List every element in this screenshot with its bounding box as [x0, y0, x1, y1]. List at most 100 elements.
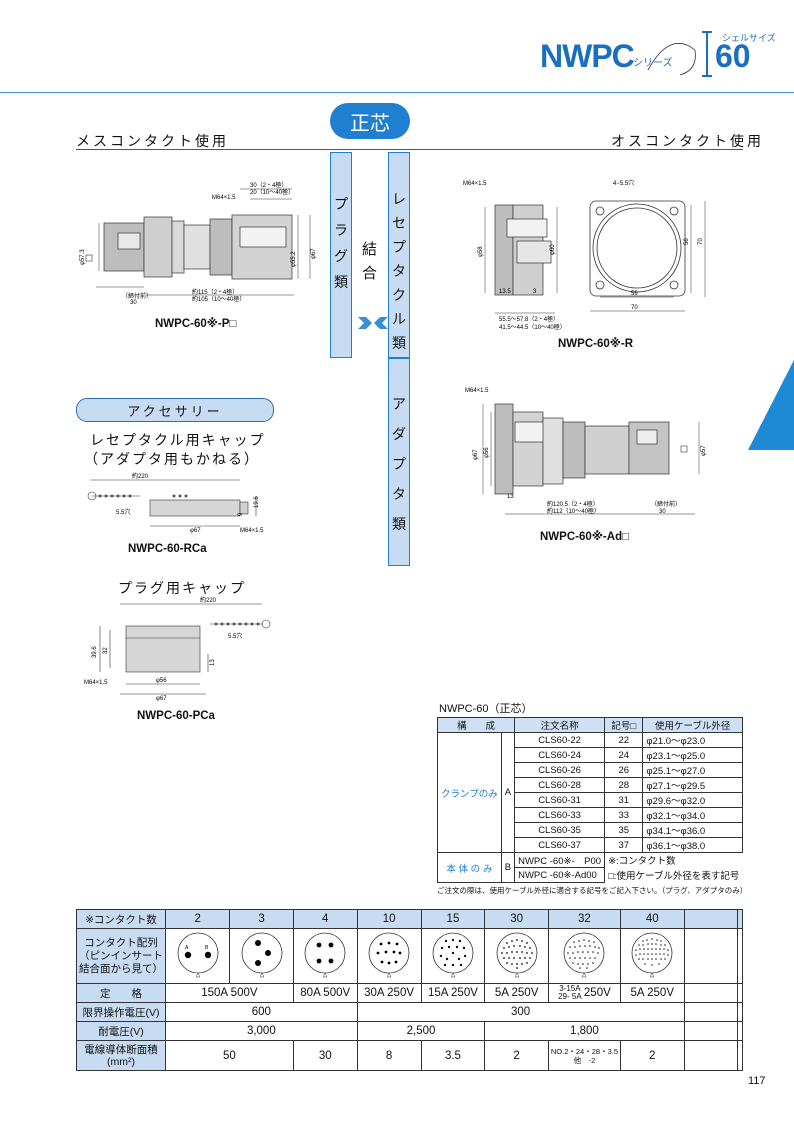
size-bracket-icon: [702, 31, 712, 77]
receptacle-cap-model: NWPC-60-RCa: [128, 543, 207, 555]
layout-4: [292, 928, 358, 984]
svg-text:φ67: φ67: [156, 696, 167, 702]
receptacle-model: NWPC-60※-R: [558, 338, 634, 350]
svg-text:41.5～44.5（10～40極）: 41.5～44.5（10～40極）: [499, 323, 566, 331]
adapter-drawing: M64×1.5 φ67 φ56 φ57 13 約120.5（2・4極） 約112…: [465, 388, 707, 515]
receptacle-cap-drawing: 約220 5.5穴 φ67 M64×1.5 19.6 9: [87, 472, 264, 534]
table-row: 本 体 の み B NWPC -60※- P00 ※:コンタクト数: [437, 852, 743, 883]
page-tab-marker: [748, 360, 794, 450]
svg-text:3: 3: [533, 289, 537, 295]
svg-text:約112（10～40極）: 約112（10～40極）: [547, 507, 600, 515]
svg-text:約120.5（2・4極）: 約120.5（2・4極）: [547, 500, 599, 508]
svg-text:13: 13: [210, 659, 216, 666]
clamp-only-label: クランプのみ: [437, 732, 502, 853]
layout-30: [484, 928, 549, 984]
svg-text:φ57.3: φ57.3: [80, 249, 86, 265]
spec-table: ※コンタクト数 2 3 4 10 15 30 32 40 コンタクト配列 （ピン…: [76, 909, 743, 1071]
svg-text:30（2・4極）: 30（2・4極）: [250, 181, 287, 189]
svg-text:約105（10～40極）: 約105（10～40極）: [192, 295, 245, 303]
svg-text:（締付前）: （締付前）: [651, 500, 681, 508]
layout-15: [420, 928, 486, 984]
svg-text:φ58: φ58: [478, 246, 484, 257]
svg-text:φ67: φ67: [190, 528, 201, 534]
layout-3: [229, 928, 294, 984]
svg-text:約220: 約220: [132, 472, 149, 480]
svg-text:φ55.2: φ55.2: [291, 251, 297, 267]
male-contact-heading: オスコンタクト使用: [611, 133, 764, 149]
svg-text:32: 32: [103, 647, 109, 654]
svg-text:M64×1.5: M64×1.5: [465, 388, 489, 394]
svg-text:70: 70: [631, 305, 638, 311]
svg-text:20（10～40極）: 20（10～40極）: [250, 188, 294, 196]
svg-text:30: 30: [130, 300, 137, 305]
svg-text:70: 70: [698, 238, 704, 245]
svg-text:M64×1.5: M64×1.5: [212, 195, 236, 201]
svg-text:30: 30: [659, 509, 666, 515]
layout-32: [547, 928, 622, 984]
series-title: NWPC: [540, 38, 635, 74]
svg-text:M64×1.5: M64×1.5: [463, 181, 487, 187]
svg-text:19.6: 19.6: [254, 496, 260, 508]
svg-text:M64×1.5: M64×1.5: [84, 680, 108, 686]
adapter-category-bar: ア ダ プ タ 類: [388, 358, 410, 566]
svg-text:55.5～57.8（2・4極）: 55.5～57.8（2・4極）: [499, 315, 559, 323]
shell-size-label: シェルサイズ: [722, 33, 776, 43]
svg-text:A: A: [185, 945, 189, 951]
svg-text:約220: 約220: [200, 596, 217, 604]
center-badge: 正芯: [330, 103, 410, 139]
layout-40: [620, 928, 685, 984]
clamp-table-title: NWPC-60（正芯）: [439, 703, 533, 715]
coupling-label: 結 合: [362, 241, 378, 282]
svg-text:39.6: 39.6: [92, 646, 98, 658]
svg-text:φ57: φ57: [701, 445, 707, 456]
receptacle-category-bar: レ セ プ タ ク ル 類: [388, 152, 410, 358]
plug-cap-drawing: 約220 5.5穴 39.6 32 13 φ56 M64×1.5 φ67: [84, 596, 271, 702]
page-number: 117: [748, 1075, 766, 1087]
svg-text:φ67: φ67: [311, 248, 317, 259]
svg-text:56: 56: [631, 291, 638, 297]
receptacle-drawing: M64×1.5 4−5.5穴 φ58 φ60 56 70 13.5 3 56 7…: [463, 179, 706, 331]
receptacle-cap-subtitle: （アダプタ用もかねる）: [84, 451, 260, 467]
plug-model: NWPC-60※-P□: [155, 318, 237, 330]
receptacle-cap-title: レセプタクル用キャップ: [90, 432, 266, 448]
svg-text:B: B: [205, 945, 209, 951]
svg-text:5.5穴: 5.5穴: [116, 508, 130, 516]
adapter-model: NWPC-60※-Ad□: [540, 531, 630, 543]
table-row: NWPC -60※-Ad00 □:使用ケーブル外径を表す記号: [438, 867, 743, 883]
shell-size-number: 60: [715, 38, 751, 74]
body-only-label: 本 体 の み: [437, 852, 502, 883]
heading-rule: [76, 149, 743, 150]
svg-text:φ56: φ56: [156, 678, 167, 684]
svg-text:5.5穴: 5.5穴: [228, 632, 242, 640]
svg-text:13: 13: [507, 494, 514, 500]
svg-text:約115（2・4極）: 約115（2・4極）: [192, 288, 238, 296]
header-rule: [0, 92, 794, 93]
svg-text:φ67: φ67: [473, 449, 479, 460]
svg-text:φ56: φ56: [484, 447, 490, 458]
col-config: 構 成: [436, 717, 516, 733]
col-cable-od: 使用ケーブル外径: [642, 717, 743, 733]
series-suffix: シリーズ: [633, 58, 673, 69]
svg-text:（締付前）: （締付前）: [122, 292, 152, 300]
accessory-title: アクセサリー: [76, 398, 274, 422]
svg-text:4−5.5穴: 4−5.5穴: [613, 179, 634, 187]
svg-text:φ60: φ60: [550, 244, 556, 255]
series-swoosh: [647, 42, 696, 76]
plug-category-bar: プ ラ グ 類: [330, 152, 352, 358]
clamp-table-footnote: ご注文の際は、使用ケーブル外径に適合する記号をご記入下さい。（プラグ、アダプタの…: [437, 886, 748, 895]
female-contact-heading: メスコンタクト使用: [76, 133, 229, 149]
svg-text:13.5: 13.5: [499, 289, 511, 295]
col-code: 記号□: [604, 717, 644, 733]
svg-text:M64×1.5: M64×1.5: [240, 528, 264, 534]
plug-drawing: 30（2・4極） 20（10～40極） M64×1.5 φ57.3 φ55.2 …: [80, 181, 317, 305]
coupling-arrows-icon: [358, 317, 388, 329]
plug-cap-title: プラグ用キャップ: [118, 580, 246, 596]
svg-text:56: 56: [684, 238, 690, 245]
